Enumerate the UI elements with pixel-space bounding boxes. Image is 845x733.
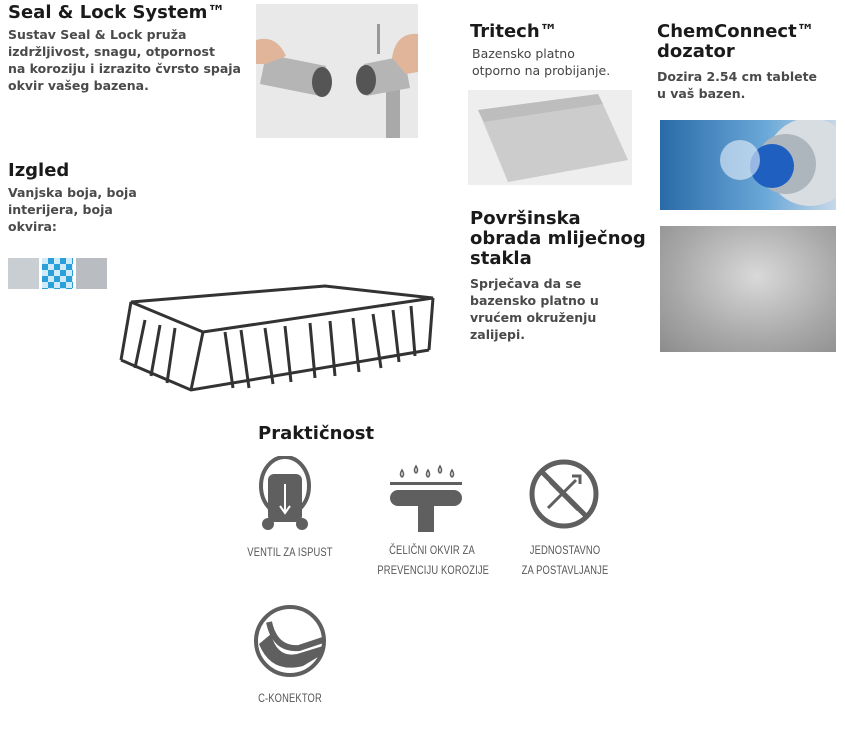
text-line: okvira:	[8, 219, 57, 234]
povrsinska-description: Sprječava da se bazensko platno u vrućem…	[470, 275, 599, 343]
text-line: na koroziju i izrazito čvrsto spaja	[8, 61, 241, 76]
text-line: otporno na probijanje.	[472, 63, 611, 78]
no-tools-icon	[529, 459, 599, 529]
dispenser-photo	[660, 120, 836, 210]
text-line: JEDNOSTAVNO	[529, 543, 601, 557]
text-line: Vanjska boja, boja	[8, 185, 137, 200]
seal-lock-description: Sustav Seal & Lock pruža izdržljivost, s…	[8, 26, 241, 94]
tritech-title: Tritech™	[470, 21, 558, 42]
text-line: PREVENCIJU KOROZIJE	[377, 563, 490, 577]
text-line: dozator	[657, 41, 735, 62]
drain-valve-icon	[259, 456, 311, 530]
text-line: ZA POSTAVLJANJE	[521, 563, 609, 577]
feature-label-ventil: VENTIL ZA ISPUST	[247, 545, 333, 559]
c-connector-icon	[254, 605, 326, 677]
text-line: u vaš bazen.	[657, 86, 746, 101]
text-line: Bazensko platno	[472, 46, 575, 61]
pool-frame-illustration	[119, 284, 435, 392]
swatch-frame	[76, 258, 107, 289]
text-line: ChemConnect™	[657, 21, 815, 42]
text-line: Površinska	[470, 208, 581, 229]
text-line: Dozira 2.54 cm tablete	[657, 69, 818, 84]
izgled-title: Izgled	[8, 160, 70, 181]
liner-photo	[468, 90, 632, 185]
tritech-description: Bazensko platno otporno na probijanje.	[472, 45, 610, 79]
izgled-description: Vanjska boja, boja interijera, boja okvi…	[8, 184, 137, 235]
text-line: bazensko platno u	[470, 293, 599, 308]
text-line: okvir vašeg bazena.	[8, 78, 149, 93]
swatch-interior	[42, 258, 73, 289]
text-line: stakla	[470, 248, 532, 269]
text-line: Sustav Seal & Lock pruža	[8, 27, 187, 42]
text-line: ČELIČNI OKVIR ZA	[389, 543, 475, 557]
text-line: interijera, boja	[8, 202, 113, 217]
povrsinska-title: Površinska obrada mliječnog stakla	[470, 209, 646, 269]
swatch-exterior	[8, 258, 39, 289]
text-line: izdržljivost, snagu, otpornost	[8, 44, 215, 59]
seal-lock-photo	[256, 4, 418, 138]
seal-lock-title: Seal & Lock System™	[8, 2, 226, 23]
text-line: zalijepi.	[470, 327, 526, 342]
chemconnect-description: Dozira 2.54 cm tablete u vaš bazen.	[657, 68, 817, 102]
steel-frame-icon	[390, 464, 462, 532]
text-line: vrućem okruženju	[470, 310, 597, 325]
prakticnost-title: Praktičnost	[258, 423, 375, 444]
chemconnect-title: ChemConnect™ dozator	[657, 22, 815, 62]
text-line: Sprječava da se	[470, 276, 582, 291]
text-line: obrada mliječnog	[470, 228, 646, 249]
frosted-texture-photo	[660, 226, 836, 352]
feature-label-celicni: ČELIČNI OKVIR ZA PREVENCIJU KOROZIJE	[377, 540, 490, 580]
feature-label-c-konektor: C-KONEKTOR	[258, 691, 322, 705]
feature-label-jednostavno: JEDNOSTAVNO ZA POSTAVLJANJE	[514, 540, 615, 580]
